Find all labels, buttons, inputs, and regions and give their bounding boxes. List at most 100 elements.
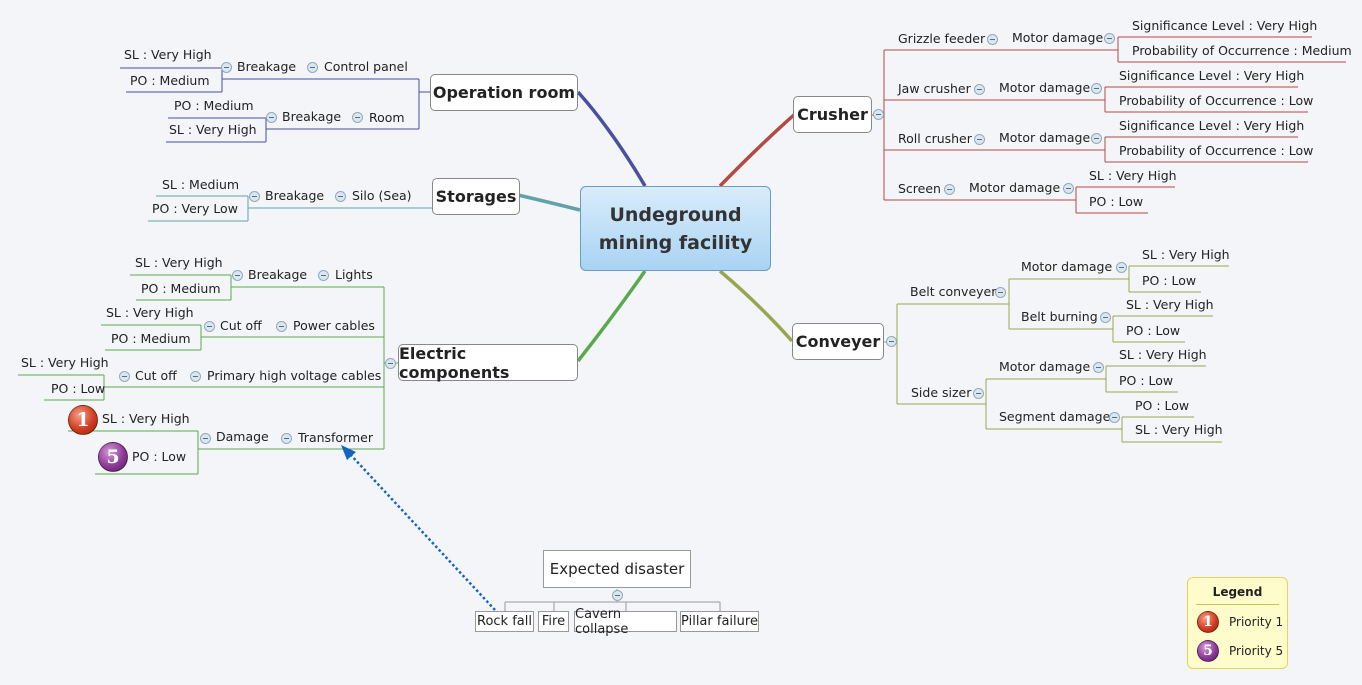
belt-burning-event[interactable]: Belt burning <box>1021 309 1098 324</box>
central-topic[interactable]: Undeground mining facility <box>580 186 771 271</box>
control-panel-po[interactable]: PO : Medium <box>130 73 210 88</box>
side-motor-po[interactable]: PO : Low <box>1119 373 1174 388</box>
belt-burning-po[interactable]: PO : Low <box>1126 323 1181 338</box>
primary-cables-event[interactable]: Cut off <box>135 368 177 383</box>
grizzle-po[interactable]: Probability of Occurrence : Medium <box>1132 43 1352 58</box>
side-motor-sl[interactable]: SL : Very High <box>1119 347 1207 362</box>
room-event[interactable]: Breakage <box>282 109 342 124</box>
jaw-crusher-label[interactable]: Jaw crusher <box>898 81 971 96</box>
side-motor-event[interactable]: Motor damage <box>999 359 1091 374</box>
collapse-control-panel-event-icon[interactable] <box>221 62 232 73</box>
collapse-belt-icon[interactable] <box>995 287 1006 298</box>
lights-po[interactable]: PO : Medium <box>141 281 221 296</box>
silo-label[interactable]: Silo (Sea) <box>352 188 412 203</box>
control-panel-label[interactable]: Control panel <box>324 59 408 74</box>
jaw-sl[interactable]: Significance Level : Very High <box>1119 68 1305 83</box>
power-cables-sl[interactable]: SL : Very High <box>106 305 194 320</box>
room-label[interactable]: Room <box>369 110 405 125</box>
collapse-jaw-icon[interactable] <box>974 84 985 95</box>
collapse-lights-event-icon[interactable] <box>232 270 243 281</box>
segment-damage-event[interactable]: Segment damage <box>999 409 1111 424</box>
collapse-disaster-icon[interactable] <box>612 590 623 601</box>
control-panel-event[interactable]: Breakage <box>237 59 297 74</box>
disaster-fire[interactable]: Fire <box>538 611 569 632</box>
disaster-cavern-collapse[interactable]: Cavern collapse <box>574 607 677 637</box>
collapse-side-motor-icon[interactable] <box>1093 362 1104 373</box>
belt-conveyer-label[interactable]: Belt conveyer <box>910 284 997 299</box>
collapse-crusher-icon[interactable] <box>873 109 884 120</box>
collapse-screen-icon[interactable] <box>944 184 955 195</box>
roll-po[interactable]: Probability of Occurrence : Low <box>1119 143 1314 158</box>
jaw-po[interactable]: Probability of Occurrence : Low <box>1119 93 1314 108</box>
primary-cables-po[interactable]: PO : Low <box>51 381 106 396</box>
transformer-event[interactable]: Damage <box>216 429 269 444</box>
expected-disaster-topic[interactable]: Expected disaster <box>543 550 691 588</box>
collapse-segment-icon[interactable] <box>1109 412 1120 423</box>
collapse-belt-burning-icon[interactable] <box>1100 312 1111 323</box>
lights-label[interactable]: Lights <box>335 267 373 282</box>
transformer-po[interactable]: PO : Low <box>132 449 187 464</box>
collapse-primary-cables-event-icon[interactable] <box>119 371 130 382</box>
belt-burning-sl[interactable]: SL : Very High <box>1126 297 1214 312</box>
collapse-lights-icon[interactable] <box>318 270 329 281</box>
side-sizer-label[interactable]: Side sizer <box>911 385 972 400</box>
roll-sl[interactable]: Significance Level : Very High <box>1119 118 1305 133</box>
segment-po[interactable]: PO : Low <box>1135 398 1190 413</box>
control-panel-sl[interactable]: SL : Very High <box>124 47 212 62</box>
screen-po[interactable]: PO : Low <box>1089 194 1144 209</box>
lights-sl[interactable]: SL : Very High <box>135 255 223 270</box>
collapse-grizzle-icon[interactable] <box>987 34 998 45</box>
belt-motor-sl[interactable]: SL : Very High <box>1142 247 1230 262</box>
collapse-electric-icon[interactable] <box>385 358 396 369</box>
silo-po[interactable]: PO : Very Low <box>152 201 238 216</box>
power-cables-label[interactable]: Power cables <box>293 318 375 333</box>
collapse-control-panel-icon[interactable] <box>307 62 318 73</box>
topic-electric-components[interactable]: Electric components <box>398 344 578 382</box>
collapse-side-sizer-icon[interactable] <box>973 388 984 399</box>
collapse-silo-event-icon[interactable] <box>249 191 260 202</box>
primary-cables-label[interactable]: Primary high voltage cables <box>207 368 382 383</box>
primary-cables-sl[interactable]: SL : Very High <box>21 355 109 370</box>
belt-motor-po[interactable]: PO : Low <box>1142 273 1197 288</box>
grizzle-sl[interactable]: Significance Level : Very High <box>1132 18 1318 33</box>
collapse-primary-cables-icon[interactable] <box>190 371 201 382</box>
disaster-rock-fall[interactable]: Rock fall <box>475 611 534 632</box>
collapse-transformer-icon[interactable] <box>281 433 292 444</box>
collapse-grizzle-event-icon[interactable] <box>1104 33 1115 44</box>
collapse-roll-icon[interactable] <box>974 134 985 145</box>
screen-sl[interactable]: SL : Very High <box>1089 168 1177 183</box>
collapse-transformer-event-icon[interactable] <box>200 433 211 444</box>
topic-crusher[interactable]: Crusher <box>793 96 872 133</box>
disaster-pillar-failure[interactable]: Pillar failure <box>680 611 759 632</box>
collapse-roll-event-icon[interactable] <box>1091 133 1102 144</box>
topic-operation-room[interactable]: Operation room <box>430 74 578 111</box>
collapse-conveyer-icon[interactable] <box>886 336 897 347</box>
collapse-silo-icon[interactable] <box>335 191 346 202</box>
topic-conveyer[interactable]: Conveyer <box>792 323 884 360</box>
room-sl[interactable]: SL : Very High <box>169 122 257 137</box>
collapse-power-cables-icon[interactable] <box>276 321 287 332</box>
room-po[interactable]: PO : Medium <box>174 98 254 113</box>
collapse-jaw-event-icon[interactable] <box>1091 83 1102 94</box>
power-cables-event[interactable]: Cut off <box>220 318 262 333</box>
collapse-belt-motor-icon[interactable] <box>1116 262 1127 273</box>
segment-sl[interactable]: SL : Very High <box>1135 422 1223 437</box>
collapse-screen-event-icon[interactable] <box>1063 183 1074 194</box>
collapse-room-event-icon[interactable] <box>266 112 277 123</box>
roll-crusher-label[interactable]: Roll crusher <box>898 131 972 146</box>
transformer-label[interactable]: Transformer <box>298 430 374 445</box>
lights-event[interactable]: Breakage <box>248 267 308 282</box>
silo-event[interactable]: Breakage <box>265 188 325 203</box>
grizzle-event[interactable]: Motor damage <box>1012 30 1104 45</box>
collapse-power-cables-event-icon[interactable] <box>204 321 215 332</box>
roll-event[interactable]: Motor damage <box>999 130 1091 145</box>
grizzle-feeder-label[interactable]: Grizzle feeder <box>898 31 986 46</box>
jaw-event[interactable]: Motor damage <box>999 80 1091 95</box>
screen-label[interactable]: Screen <box>898 181 941 196</box>
transformer-sl[interactable]: SL : Very High <box>102 411 190 426</box>
screen-event[interactable]: Motor damage <box>969 180 1061 195</box>
belt-motor-event[interactable]: Motor damage <box>1021 259 1113 274</box>
topic-storages[interactable]: Storages <box>432 178 520 215</box>
power-cables-po[interactable]: PO : Medium <box>111 331 191 346</box>
silo-sl[interactable]: SL : Medium <box>162 177 240 192</box>
